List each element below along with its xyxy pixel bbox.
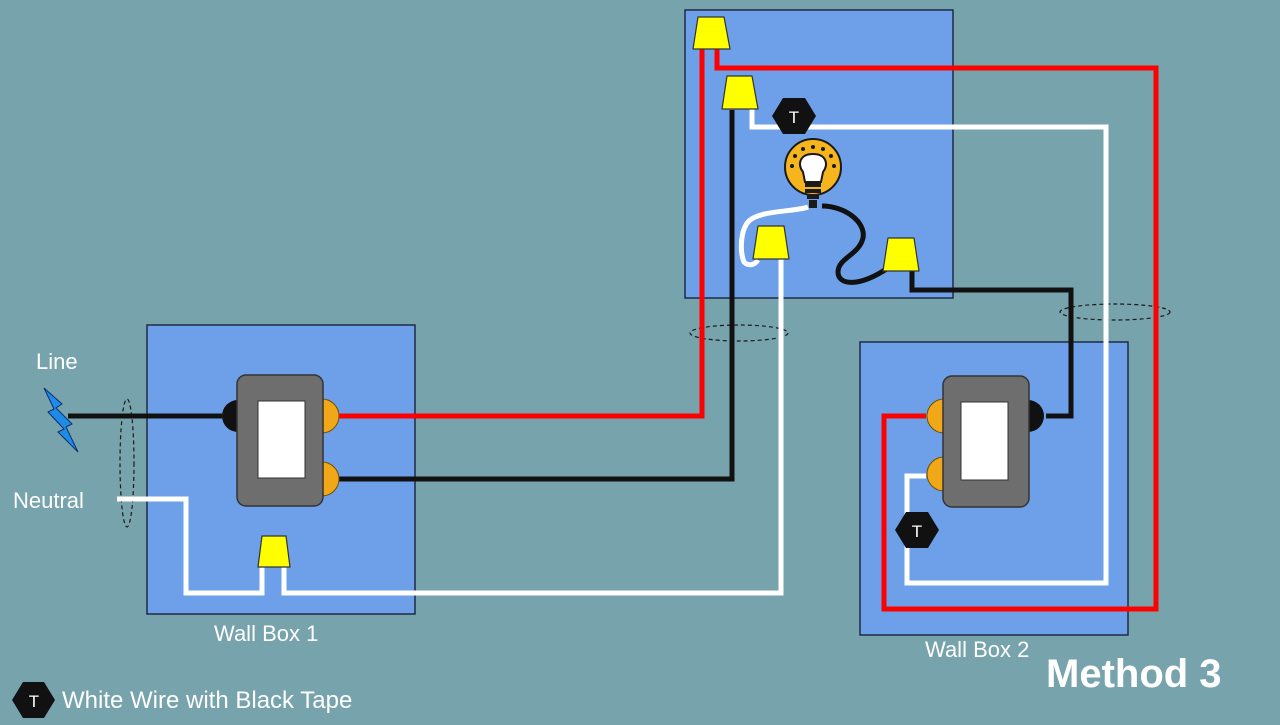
switch-leg-box2	[909, 271, 1074, 419]
tape-marker-ceiling: T	[772, 98, 816, 134]
taped-white-wire-ceiling	[749, 107, 1109, 586]
neutral-to-ceiling-wire	[281, 255, 784, 596]
method-title: Method 3	[1046, 652, 1222, 696]
traveler-black-box1	[336, 110, 735, 482]
legend-text: White Wire with Black Tape	[62, 687, 352, 714]
switch-toggle-box1	[257, 400, 306, 479]
brass-terminal-bottom-box2	[926, 456, 945, 492]
line-power-icon	[43, 387, 79, 453]
switch-toggle-box2	[960, 401, 1009, 481]
neutral-line-wire	[117, 496, 265, 596]
brass-terminal-bottom-box1	[321, 461, 340, 497]
wire-nut-ceiling-top	[692, 16, 731, 50]
light-neutral-wire	[738, 204, 809, 268]
line-label: Line	[36, 349, 78, 374]
common-terminal-box1	[222, 400, 238, 432]
light-hot-wire	[821, 203, 890, 285]
cable-bundle-box2	[1059, 303, 1171, 321]
cable-bundle-line	[119, 398, 135, 528]
neutral-wires	[117, 107, 1109, 596]
wire-nut-ceiling-switch-leg	[882, 237, 920, 272]
light-bulb-icon	[784, 138, 842, 208]
tape-marker-label-box2: T	[912, 522, 922, 541]
legend-tape-marker-label: T	[29, 692, 39, 711]
common-terminal-box2	[1028, 400, 1044, 432]
traveler-red-box1	[336, 48, 705, 419]
cable-bundle-box1	[689, 324, 789, 342]
neutral-label: Neutral	[13, 488, 84, 513]
tape-marker-label-ceiling: T	[789, 108, 799, 127]
traveler-red-wires	[336, 48, 1159, 612]
brass-terminal-top-box1	[321, 398, 340, 434]
legend-tape-marker: T	[12, 682, 55, 718]
three-way-switch-1	[222, 374, 340, 507]
wire-nut-ceiling-black	[721, 75, 759, 110]
wall-box-2-label: Wall Box 2	[925, 637, 1029, 662]
tape-marker-box2: T	[895, 512, 939, 548]
black-wires	[68, 110, 1074, 482]
wire-nut-box1	[257, 535, 291, 568]
wire-nut-ceiling-neutral	[752, 225, 790, 260]
wall-box-1-label: Wall Box 1	[214, 621, 318, 646]
brass-terminal-top-box2	[926, 398, 945, 434]
traveler-red-box2	[714, 48, 1159, 612]
wire-nuts	[257, 16, 920, 568]
three-way-switch-2	[926, 375, 1044, 508]
